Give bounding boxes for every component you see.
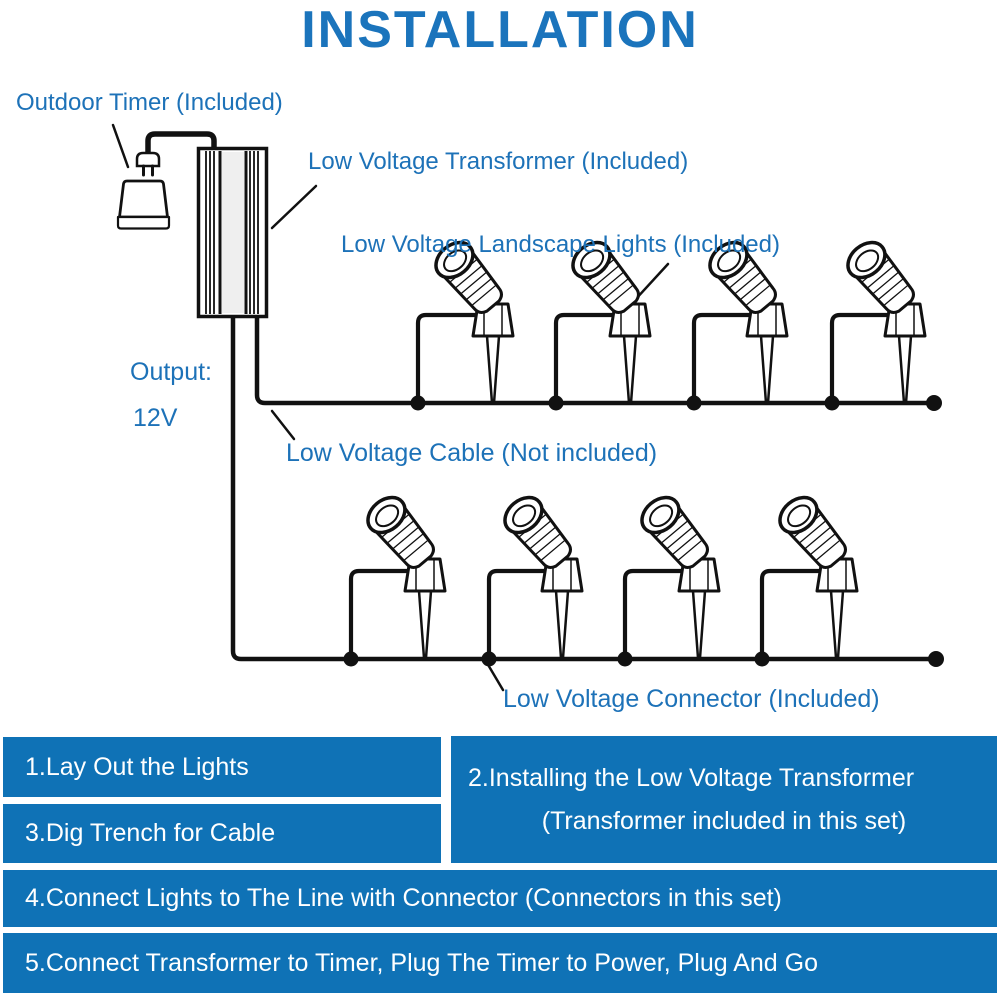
step-box-3: 3.Dig Trench for Cable — [3, 804, 441, 863]
cable-pointer-line — [270, 409, 296, 441]
step-box-4: 4.Connect Lights to The Line with Connec… — [3, 870, 997, 927]
pointer-lines — [111, 123, 670, 692]
cable-end-dot — [928, 651, 944, 667]
label-connector: Low Voltage Connector (Included) — [503, 685, 880, 713]
landscape-light-icon — [496, 488, 584, 660]
timer-pointer-line — [111, 123, 130, 169]
connector-dot — [824, 395, 840, 411]
transformer-pointer-line — [270, 184, 318, 230]
step-4-text: 4.Connect Lights to The Line with Connec… — [25, 884, 782, 912]
outdoor-timer-icon — [116, 179, 171, 230]
power-cord — [145, 131, 217, 156]
landscape-light-icon — [633, 488, 721, 660]
landscape-light-icon — [427, 233, 515, 405]
label-cable: Low Voltage Cable (Not included) — [286, 439, 658, 467]
connector-dots — [343, 395, 944, 667]
step-1-text: 1.Lay Out the Lights — [25, 752, 249, 781]
landscape-lights-row2 — [359, 488, 859, 660]
label-landscape-lights: Low Voltage Landscape Lights (Included) — [341, 231, 780, 258]
label-output: Output: — [130, 358, 212, 386]
connector-pointer-line — [485, 661, 505, 692]
row2-main-cable — [230, 313, 939, 662]
landscape-light-icon — [701, 233, 789, 405]
connector-dot — [481, 651, 497, 667]
connector-dot — [617, 651, 633, 667]
step-5-text: 5.Connect Transformer to Timer, Plug The… — [25, 948, 818, 977]
landscape-light-icon — [564, 233, 652, 405]
label-output-voltage: 12V — [133, 404, 178, 432]
cable-end-dot — [926, 395, 942, 411]
connector-dot — [548, 395, 564, 411]
connector-dot — [343, 651, 359, 667]
step-box-1: 1.Lay Out the Lights — [3, 737, 441, 797]
step-box-5: 5.Connect Transformer to Timer, Plug The… — [3, 933, 997, 993]
landscape-light-icon — [771, 488, 859, 660]
label-outdoor-timer: Outdoor Timer (Included) — [16, 89, 283, 116]
step-2-text-line1: 2.Installing the Low Voltage Transformer — [468, 763, 915, 792]
connector-dot — [754, 651, 770, 667]
connector-dot — [686, 395, 702, 411]
step-3-text: 3.Dig Trench for Cable — [25, 819, 276, 847]
power-plug-icon — [135, 151, 161, 177]
row1-main-cable — [254, 313, 937, 406]
connector-dot — [410, 395, 426, 411]
step-2-text-line2: (Transformer included in this set) — [541, 806, 907, 835]
transformer-icon — [196, 146, 269, 319]
cable-lines — [145, 131, 939, 662]
landscape-light-icon — [359, 488, 447, 660]
landscape-lights-row1 — [427, 233, 927, 405]
page-title: INSTALLATION — [301, 1, 699, 59]
landscape-light-icon — [839, 233, 927, 405]
step-box-2: 2.Installing the Low Voltage Transformer… — [451, 736, 997, 863]
label-transformer: Low Voltage Transformer (Included) — [308, 148, 689, 175]
wiring-diagram — [111, 123, 944, 692]
